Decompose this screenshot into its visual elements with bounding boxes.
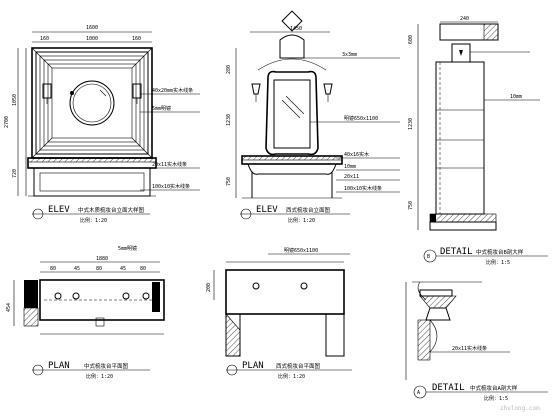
dim-part-3: 160 [132,36,141,42]
elev-western: 1450 280 1230 750 3x3mm 明镜650x1100 4 [226,10,400,224]
title-cn: 中式木质梳妆台立面大样图 [78,206,145,214]
callout-1: 20x11实木线条 [452,345,487,352]
tag-elev: ELEV [48,205,70,215]
callout-1: 40x20mm实木线条 [152,87,193,94]
dim-total: 1880 [96,256,108,262]
scale: 比例：1:20 [278,373,305,380]
tag-plan: PLAN [48,361,70,371]
dim-top: 1450 [290,26,302,32]
detail-a: 20x11实木线条 A DETAIL 中式梳妆台A剖大样 比例：1:5 [405,281,548,402]
watermark: zhulong.com [500,405,540,412]
callout-1: 3x3mm [342,52,357,58]
title-cn: 中式梳妆台A剖大样 [470,384,518,392]
plan-western: 明镜650x1100 200 PLAN 西式梳妆台平面图 比例：1:20 [206,247,352,380]
dim-left-3: 750 [226,177,232,186]
dim-top: 240 [460,16,469,22]
callout-1: 明镜650x1100 [284,247,318,254]
callout-3: 20x11实木线条 [152,161,187,168]
tag-plan: PLAN [242,361,264,371]
callout-3: 40x16实木 [344,151,369,158]
tag-elev: ELEV [256,205,278,215]
callout-4: 100x10实木线条 [152,183,190,190]
marker: B [427,254,430,260]
detail-b: 240 10mm 600 1230 750 B DETAIL 中式梳妆台B剖大样… [408,16,548,266]
tag-detail: DETAIL [440,247,473,257]
dim-part-3: 80 [96,266,102,272]
plan-chinese: 5mm明镜 1880 80 45 80 45 80 454 PLAN 中式梳妆台… [6,245,165,380]
scale: 比例：1:20 [86,373,113,380]
dim-left-2: 1230 [408,118,414,130]
dim-part-4: 45 [120,266,126,272]
title-cn: 西式梳妆台平面图 [276,362,321,370]
scale: 比例：1:20 [80,217,107,224]
callout-1: 10mm [510,94,522,100]
dim-left: 200 [206,283,212,292]
dim-left-3: 720 [12,169,18,178]
dim-left-3: 750 [408,201,414,210]
scale: 比例：1:5 [484,395,508,402]
tag-detail: DETAIL [432,383,465,393]
marker: A [417,390,420,396]
dim-part-5: 80 [140,266,146,272]
scale: 比例：1:20 [288,217,315,224]
dim-part-2: 1000 [86,36,98,42]
title-cn: 中式梳妆台平面图 [84,362,129,370]
dim-left-2: 1230 [226,114,232,126]
callout-2: 5mm明镜 [152,105,171,112]
dim-left-1: 2700 [4,116,10,128]
dim-left-1: 600 [408,35,414,44]
title-cn: 西式梳妆台立面图 [286,206,331,214]
scale: 比例：1:5 [486,259,510,266]
callout-5: 20x11 [344,174,359,180]
title-cn: 中式梳妆台B剖大样 [476,248,524,256]
dim-left-2: 1050 [12,94,18,106]
dim-left-1: 280 [226,65,232,74]
dim-top: 5mm明镜 [118,245,137,252]
callout-2: 明镜650x1100 [344,115,378,122]
dim-top: 1600 [86,25,98,31]
callout-6: 100x10实木线条 [344,185,382,192]
dim-part-1: 160 [40,36,49,42]
dim-part-1: 80 [50,266,56,272]
elev-chinese: 1600 160 1000 160 2700 1050 720 [4,25,200,224]
dim-left: 454 [6,303,12,312]
callout-4: 10mm [344,164,356,170]
dim-part-2: 45 [74,266,80,272]
